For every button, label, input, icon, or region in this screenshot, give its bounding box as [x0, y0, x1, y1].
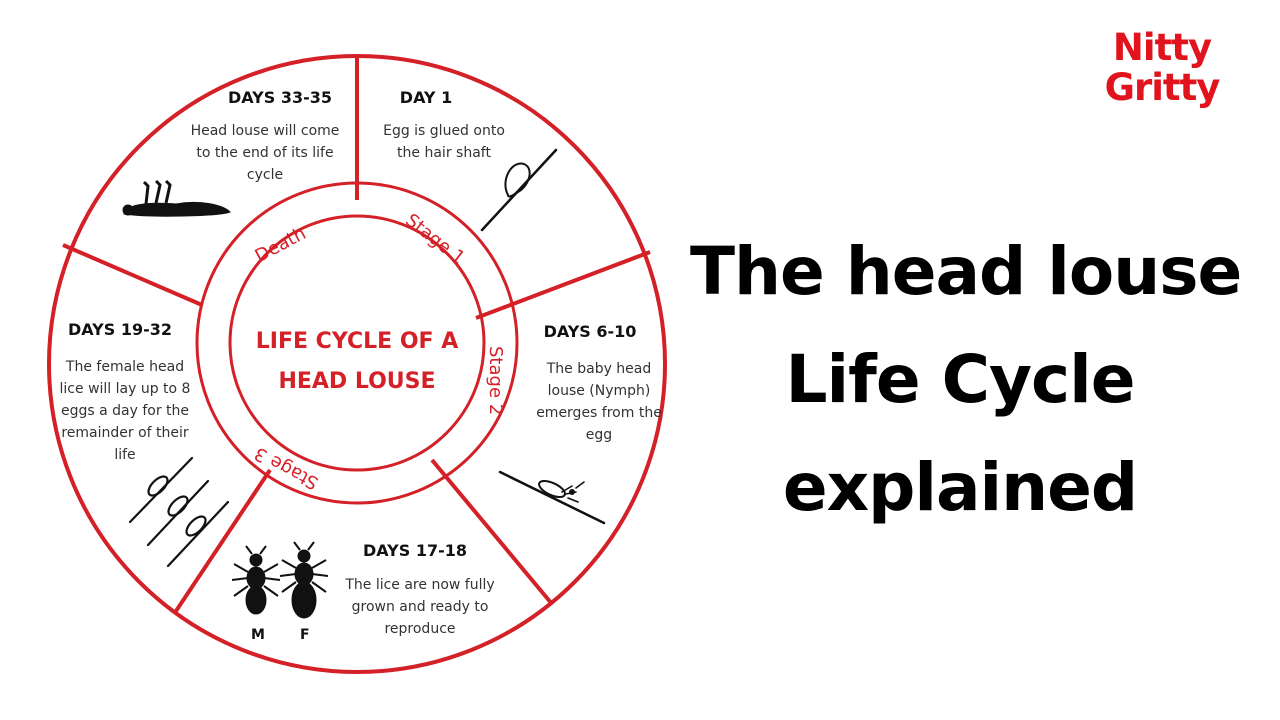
egg-on-hair-icon [480, 148, 558, 232]
segment-desc-days-6-10: The baby head louse (Nymph) emerges from… [536, 361, 662, 443]
spoke-left [62, 243, 203, 307]
segment-desc-days-19-32: The female head lice will lay up to 8 eg… [59, 359, 191, 463]
male-label: M [251, 627, 265, 643]
segment-title-days-33-35: DAYS 33-35 [228, 88, 332, 107]
stage-ring-inner [228, 214, 486, 472]
ring-label-stage2: Stage 2 [485, 346, 506, 415]
segment-desc-day-1: Egg is glued onto the hair shaft [383, 123, 505, 161]
segment-title-days-17-18: DAYS 17-18 [363, 541, 467, 560]
headline-line3: explained [782, 449, 1138, 526]
headline-line1: The head louse [690, 233, 1242, 310]
female-label: F [300, 627, 310, 643]
ring-label-death: Death [252, 223, 310, 267]
life-cycle-diagram: Death Stage 1 Stage 2 Stage 3 [47, 54, 667, 674]
logo-line2: Gritty [1104, 66, 1221, 109]
center-title: LIFE CYCLE OF A HEAD LOUSE [255, 329, 459, 394]
spoke-right [475, 250, 651, 320]
adult-lice-icon [231, 541, 329, 619]
headline-line2: Life Cycle [785, 341, 1135, 418]
nitty-gritty-logo: Nitty Gritty [1092, 28, 1232, 108]
headline: The head louse Life Cycle explained [690, 218, 1242, 542]
eggs-on-hairs-icon [128, 456, 230, 568]
dead-louse-icon [122, 179, 231, 217]
segment-desc-days-17-18: The lice are now fully grown and ready t… [345, 577, 495, 637]
spoke-lower-right [430, 458, 554, 606]
logo-line1: Nitty [1112, 26, 1212, 69]
segment-title-days-6-10: DAYS 6-10 [543, 322, 637, 341]
spoke-lower-left [172, 468, 272, 616]
segment-title-day-1: DAY 1 [399, 88, 453, 107]
female-louse-icon [279, 541, 329, 619]
segment-desc-days-33-35: Head louse will come to the end of its l… [190, 123, 340, 183]
segment-title-days-19-32: DAYS 19-32 [68, 320, 172, 339]
nymph-hatching-icon [498, 470, 606, 525]
male-louse-icon [231, 545, 281, 615]
